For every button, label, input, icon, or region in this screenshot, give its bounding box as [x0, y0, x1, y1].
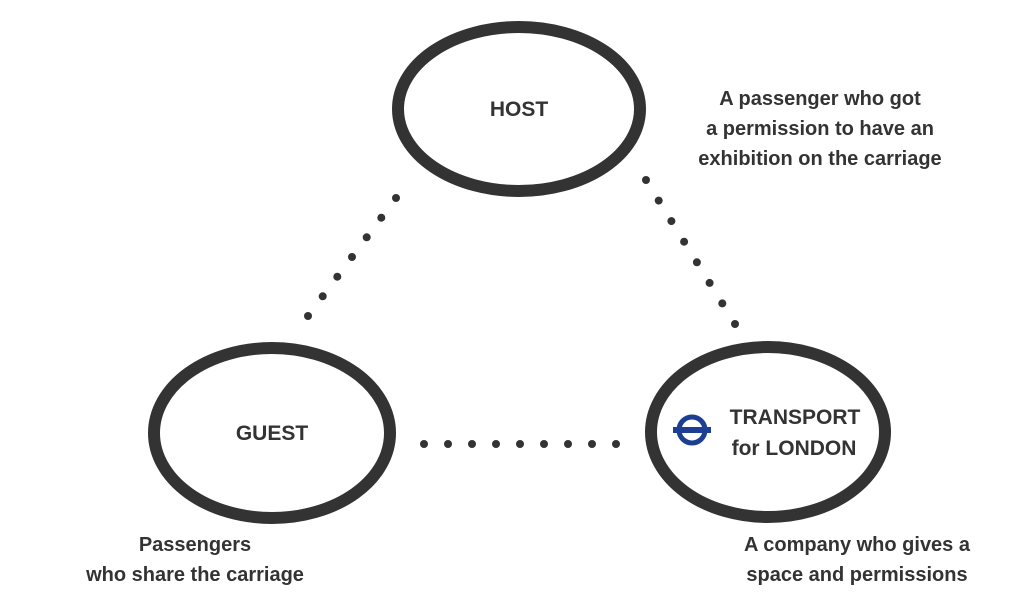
tfl-description-line: space and permissions [746, 564, 968, 586]
connector-dot [362, 233, 371, 242]
connector-dot [304, 312, 312, 320]
connector-dot [718, 299, 727, 308]
guest-node: GUEST [148, 342, 396, 524]
connector-dot [333, 272, 342, 281]
connector-dot [540, 440, 548, 448]
connector-dot [348, 253, 356, 261]
host-node: HOST [392, 21, 646, 197]
host-ellipse [392, 21, 646, 197]
connector-dot [392, 194, 400, 202]
connector-dot [654, 196, 663, 205]
connector-dot [705, 278, 714, 287]
connector-dot [642, 176, 650, 184]
connector-dot [588, 440, 596, 448]
connector-dot [420, 440, 428, 448]
connector-dot [377, 213, 386, 222]
host-tfl-connector [642, 176, 739, 328]
guest-description: Passengers who share the carriage [40, 530, 350, 590]
host-description-line: A passenger who got [719, 88, 921, 110]
host-description-line: a permission to have an [706, 118, 934, 140]
connector-dot [444, 440, 452, 448]
host-description-line: exhibition on the carriage [698, 148, 942, 170]
connector-dot [612, 440, 620, 448]
connectors [304, 176, 739, 448]
connector-dot [692, 258, 701, 267]
connector-dot [731, 320, 739, 328]
tfl-label-line1: TRANSPORT [730, 406, 861, 429]
connector-dot [492, 440, 500, 448]
host-label: HOST [490, 98, 549, 121]
guest-ellipse [148, 342, 396, 524]
roundel-icon [673, 414, 711, 446]
connector-dot [680, 237, 689, 246]
tfl-description: A company who gives a space and permissi… [700, 530, 1014, 590]
guest-description-line: Passengers [138, 534, 252, 556]
connector-dot [564, 440, 572, 448]
host-guest-connector [304, 194, 400, 320]
guest-label: GUEST [236, 422, 309, 445]
guest-description-line: who share the carriage [86, 564, 304, 586]
host-description: A passenger who got a permission to have… [640, 84, 1000, 174]
tfl-node: TRANSPORT for LONDON [645, 341, 891, 523]
connector-dot [318, 292, 327, 301]
guest-tfl-connector [420, 440, 620, 448]
tfl-description-line: A company who gives a [744, 534, 970, 556]
tfl-ellipse [645, 341, 891, 523]
connector-dot [468, 440, 476, 448]
connector-dot [516, 440, 524, 448]
tfl-label-line2: for LONDON [732, 437, 857, 460]
connector-dot [667, 217, 676, 226]
